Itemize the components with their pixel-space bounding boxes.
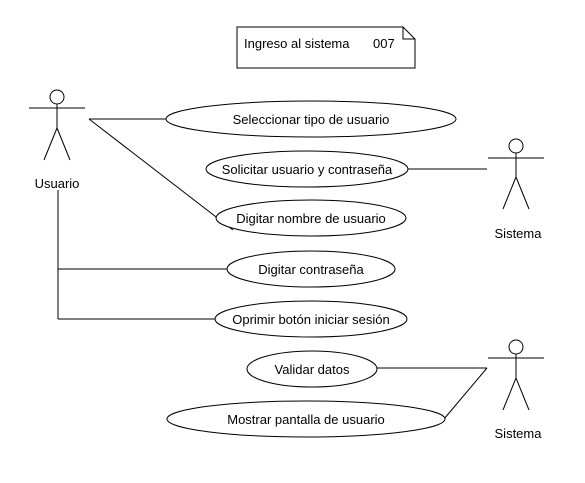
associations — [57, 118, 488, 420]
actor-sistema-2-leg-right — [515, 377, 530, 411]
actor-usuario-label: Usuario — [35, 176, 80, 191]
use-case-oprimir: Oprimir botón iniciar sesión — [214, 300, 408, 338]
actor-sistema-2-head — [508, 339, 524, 355]
actor-usuario-leg-left — [43, 127, 58, 161]
actor-sistema-2-leg-left — [502, 377, 517, 411]
use-case-seleccionar-ellipse — [165, 100, 457, 138]
actor-sistema-1: Sistema — [488, 138, 544, 241]
use-case-digitar-contrasena-ellipse — [226, 250, 396, 288]
use-case-oprimir-ellipse — [214, 300, 408, 338]
actor-sistema-2: Sistema — [488, 339, 544, 441]
actor-usuario-head — [49, 89, 65, 105]
assoc-mostrar — [443, 367, 488, 420]
use-case-solicitar: Solicitar usuario y contraseña — [205, 150, 409, 188]
use-case-mostrar-ellipse — [166, 400, 446, 438]
actor-sistema-1-leg-right — [515, 176, 530, 210]
use-case-validar: Validar datos — [246, 350, 378, 388]
use-case-digitar-nombre-ellipse — [215, 199, 407, 237]
actor-usuario-leg-right — [56, 127, 71, 161]
use-case-seleccionar: Seleccionar tipo de usuario — [165, 100, 457, 138]
actor-sistema-1-leg-left — [502, 176, 517, 210]
use-case-digitar-nombre: Digitar nombre de usuario — [215, 199, 407, 237]
actor-usuario: Usuario — [29, 89, 85, 191]
note: Ingreso al sistema 007 — [236, 26, 416, 69]
note-shape — [236, 26, 416, 69]
use-case-digitar-contrasena-label: Digitar contraseña — [258, 262, 364, 277]
use-case-mostrar-label: Mostrar pantalla de usuario — [227, 412, 385, 427]
actor-sistema-1-label: Sistema — [495, 226, 543, 241]
use-case-solicitar-ellipse — [205, 150, 409, 188]
use-case-validar-ellipse — [246, 350, 378, 388]
use-case-digitar-contrasena: Digitar contraseña — [226, 250, 396, 288]
use-case-seleccionar-label: Seleccionar tipo de usuario — [233, 112, 390, 127]
use-case-digitar-nombre-label: Digitar nombre de usuario — [236, 211, 386, 226]
assoc-digitar-nombre — [88, 118, 234, 231]
use-case-mostrar: Mostrar pantalla de usuario — [166, 400, 446, 438]
use-case-solicitar-label: Solicitar usuario y contraseña — [222, 162, 393, 177]
use-case-oprimir-label: Oprimir botón iniciar sesión — [232, 312, 390, 327]
actor-sistema-2-label: Sistema — [495, 426, 543, 441]
actor-sistema-1-head — [508, 138, 524, 154]
note-title: Ingreso al sistema — [244, 36, 350, 51]
note-fold — [402, 27, 415, 40]
use-case-validar-label: Validar datos — [275, 362, 350, 377]
note-number: 007 — [373, 36, 395, 51]
